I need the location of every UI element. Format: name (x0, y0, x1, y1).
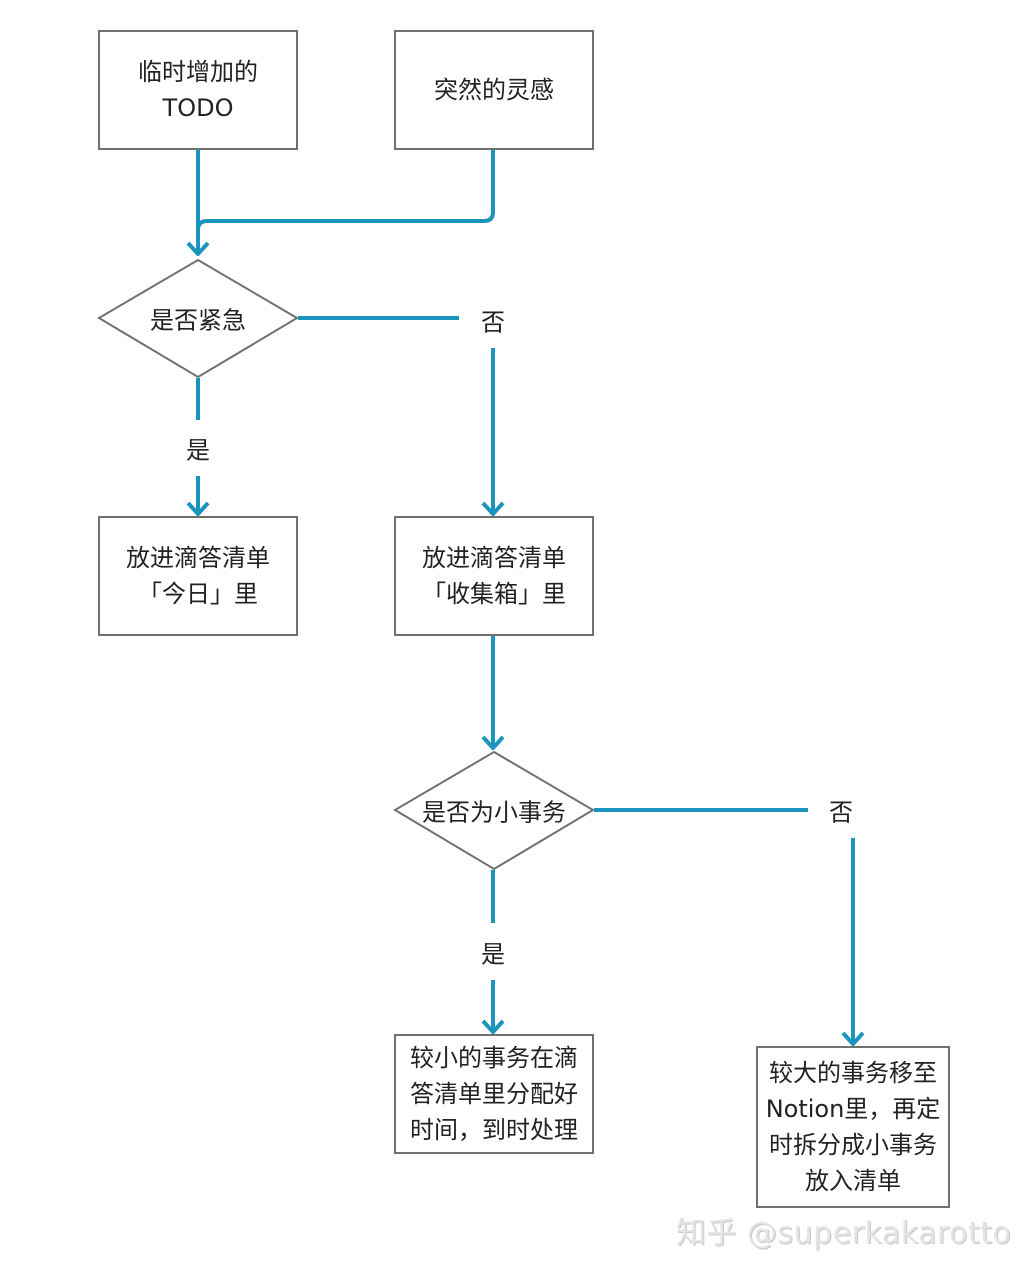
arrowhead-small-task (481, 735, 505, 750)
arrowhead-inbox (481, 501, 505, 516)
edge-label-urgent-yes: 是 (182, 430, 214, 466)
node-large-handle: 较大的事务移至 Notion里，再定 时拆分成小事务 放入清单 (756, 1046, 950, 1208)
arrowhead-urgent (186, 241, 210, 256)
decision-urgent-label: 是否紧急 (150, 306, 246, 335)
node-today-text: 放进滴答清单 「今日」里 (126, 544, 270, 608)
node-inspiration: 突然的灵感 (394, 30, 594, 150)
edge-label-small-yes: 是 (477, 934, 509, 970)
node-inbox-text: 放进滴答清单 「收集箱」里 (422, 544, 566, 608)
node-todo-text: 临时增加的 TODO (138, 58, 258, 122)
node-today: 放进滴答清单 「今日」里 (98, 516, 298, 636)
arrowhead-large-handle (841, 1031, 865, 1046)
node-small-handle-text: 较小的事务在滴 答清单里分配好 时间，到时处理 (410, 1044, 578, 1144)
decision-urgent-shape (97, 258, 299, 379)
edge-label-small-no: 否 (825, 792, 857, 828)
node-inspiration-text: 突然的灵感 (434, 76, 554, 104)
node-inbox: 放进滴答清单 「收集箱」里 (394, 516, 594, 636)
node-small-handle: 较小的事务在滴 答清单里分配好 时间，到时处理 (394, 1034, 594, 1154)
arrowhead-today (186, 501, 210, 516)
node-todo: 临时增加的 TODO (98, 30, 298, 150)
node-large-handle-text: 较大的事务移至 Notion里，再定 时拆分成小事务 放入清单 (765, 1059, 941, 1195)
edge-label-urgent-no: 否 (477, 302, 509, 338)
decision-small-task-shape (393, 750, 595, 871)
arrowhead-small-handle (481, 1019, 505, 1034)
connectors (186, 150, 865, 1046)
edge-inspiration-to-urgent (196, 150, 495, 231)
decision-small-task-label: 是否为小事务 (422, 798, 566, 827)
watermark: 知乎 @superkakarotto (676, 1216, 1012, 1251)
